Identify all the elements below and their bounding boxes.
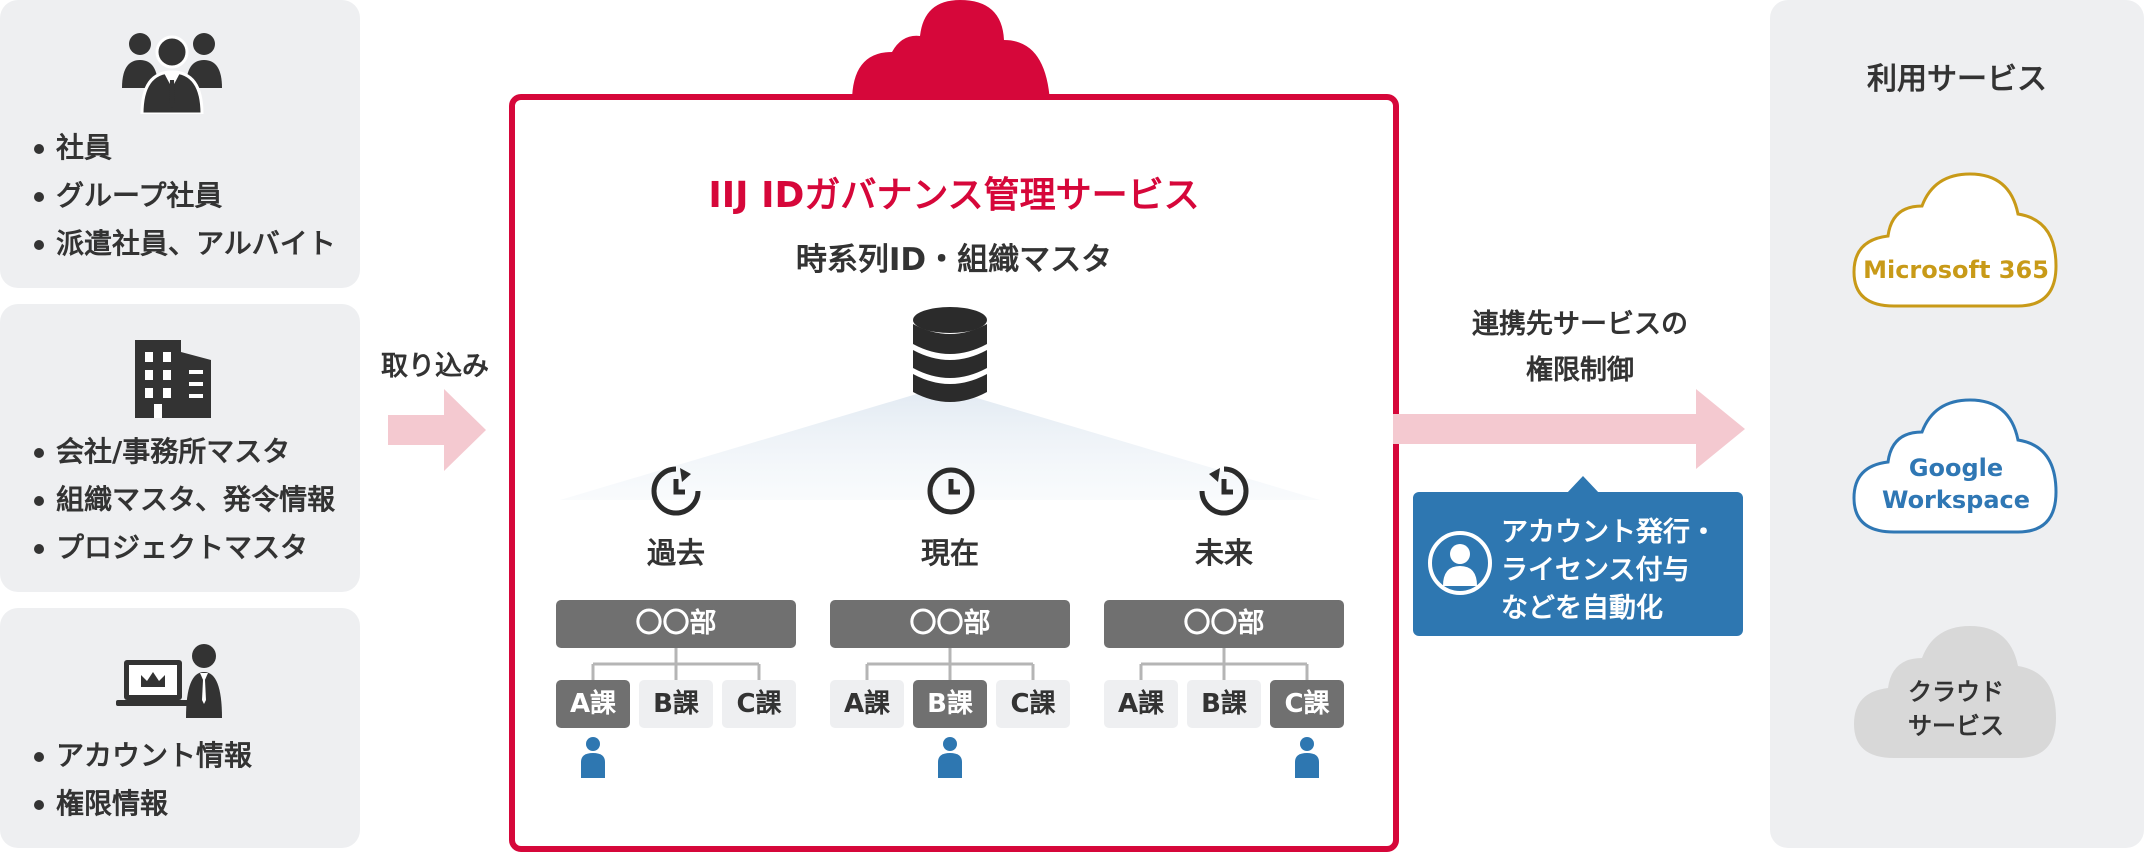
section-box: A課 <box>830 680 904 728</box>
source-item: プロジェクトマスタ <box>34 524 335 572</box>
services-panel: 利用サービス Microsoft 365 Google Workspace クラ… <box>1770 0 2144 848</box>
callout-line2: ライセンス付与 <box>1501 555 1690 586</box>
microsoft-365-cloud-icon <box>1852 172 2058 308</box>
section-box: A課 <box>1104 680 1178 728</box>
period-label-past: 過去 <box>646 536 705 570</box>
department-box: 〇〇部 <box>830 600 1070 648</box>
control-label-line2: 権限制御 <box>1526 355 1634 386</box>
service-label: Workspace <box>1881 486 2031 514</box>
people-group-icon <box>122 33 222 114</box>
org-connector-lines <box>865 648 1035 680</box>
source-panel-organization: 会社/事務所マスタ 組織マスタ、発令情報 プロジェクトマスタ <box>0 304 360 592</box>
callout-line1: アカウント発行・ <box>1501 517 1717 548</box>
section-box: B課 <box>639 680 713 728</box>
building-icon <box>135 340 211 418</box>
source-panel-accounts: アカウント情報 権限情報 <box>0 608 360 848</box>
cloud-icon <box>852 0 1050 102</box>
service-title: IIJ IDガバナンス管理サービス <box>708 175 1200 216</box>
source-item: 社員 <box>34 124 336 172</box>
source-item: 会社/事務所マスタ <box>34 428 335 476</box>
callout-line3: などを自動化 <box>1501 593 1663 624</box>
cloud-service-cloud-icon <box>1854 626 2056 758</box>
source-item: 派遣社員、アルバイト <box>34 220 336 268</box>
department-box: 〇〇部 <box>556 600 796 648</box>
database-icon <box>913 307 987 402</box>
source-panel-employees: 社員 グループ社員 派遣社員、アルバイト <box>0 0 360 288</box>
services-title: 利用サービス <box>1867 62 2047 97</box>
import-arrow <box>388 389 486 471</box>
service-label: Microsoft 365 <box>1863 256 2049 284</box>
admin-laptop-icon <box>116 644 222 718</box>
person-icon <box>938 737 962 778</box>
org-connector-lines <box>591 648 761 680</box>
section-box: A課 <box>556 680 630 728</box>
period-label-present: 現在 <box>920 536 979 570</box>
automation-callout: アカウント発行・ ライセンス付与 などを自動化 <box>1413 492 1743 636</box>
user-icon <box>1428 531 1492 595</box>
section-box: C課 <box>996 680 1070 728</box>
google-workspace-cloud-icon <box>1852 398 2058 534</box>
person-icon <box>581 737 605 778</box>
section-box: C課 <box>1270 680 1344 728</box>
org-connector-lines <box>1139 648 1309 680</box>
service-subtitle: 時系列ID・組織マスタ <box>795 242 1113 278</box>
service-label: クラウド <box>1908 678 2004 706</box>
clock-past-icon <box>651 466 701 516</box>
source-item: グループ社員 <box>34 172 336 220</box>
clock-future-icon <box>1199 466 1249 516</box>
service-label: Google <box>1908 454 2004 482</box>
clock-present-icon <box>927 467 975 515</box>
timeline-cone <box>560 390 1320 500</box>
period-label-future: 未来 <box>1194 536 1253 570</box>
service-label: サービス <box>1908 712 2004 740</box>
control-label-line1: 連携先サービスの <box>1472 309 1688 340</box>
source-item: 権限情報 <box>34 780 252 828</box>
section-box: B課 <box>913 680 987 728</box>
source-item: アカウント情報 <box>34 732 252 780</box>
person-icon <box>1295 737 1319 778</box>
section-box: C課 <box>722 680 796 728</box>
department-box: 〇〇部 <box>1104 600 1344 648</box>
import-label: 取り込み <box>381 351 489 382</box>
control-arrow <box>1393 389 1745 469</box>
callout-pointer <box>1566 476 1600 494</box>
source-item: 組織マスタ、発令情報 <box>34 476 335 524</box>
section-box: B課 <box>1187 680 1261 728</box>
